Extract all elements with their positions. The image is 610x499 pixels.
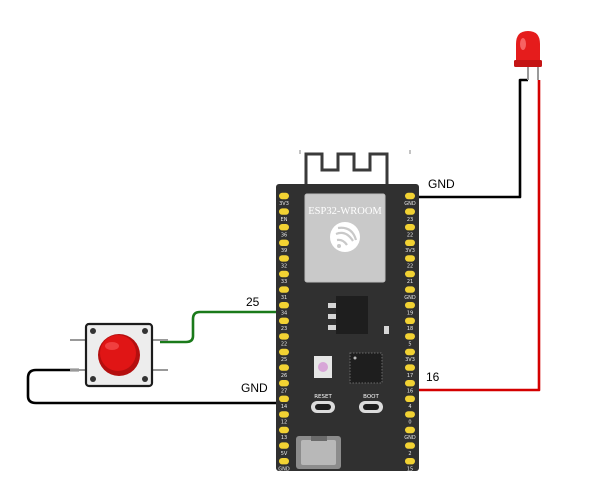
- right-pin[interactable]: [405, 302, 415, 309]
- left-pin-label: GND: [278, 466, 290, 472]
- left-pin[interactable]: [279, 224, 289, 231]
- left-pin-label: 32: [281, 264, 287, 270]
- right-pin-label: 22: [407, 264, 413, 270]
- right-pin[interactable]: [405, 348, 415, 356]
- left-pin-label: 14: [281, 404, 287, 410]
- led-gnd-label: GND: [428, 177, 455, 191]
- left-pin-label: 33: [281, 279, 287, 285]
- left-pin-label: 23: [281, 326, 287, 332]
- right-pin[interactable]: [405, 255, 415, 262]
- left-pin[interactable]: [279, 317, 289, 324]
- right-pin[interactable]: [405, 208, 415, 215]
- right-pin-label: 5: [408, 342, 411, 348]
- onboard-led: [314, 356, 332, 378]
- wire-led-gnd: [412, 78, 528, 199]
- right-pin-label: GND: [404, 201, 416, 207]
- module-label: ESP32-WROOM: [308, 206, 382, 217]
- right-pin-label: GND: [404, 295, 416, 301]
- pcb-antenna: [304, 152, 389, 184]
- left-pin-label: 34: [281, 310, 287, 316]
- boot-label: BOOT: [363, 394, 379, 400]
- left-pin[interactable]: [279, 270, 289, 278]
- left-pin-label: 3V3: [279, 201, 289, 207]
- right-pin-label: 15: [407, 466, 413, 472]
- left-pin-label: 22: [281, 342, 287, 348]
- right-pin-label: 3V3: [405, 248, 415, 254]
- left-pin[interactable]: [279, 192, 289, 200]
- left-pin-label: 26: [281, 373, 287, 379]
- left-pin[interactable]: [279, 426, 289, 434]
- left-pin[interactable]: [279, 395, 289, 402]
- left-pin[interactable]: [279, 364, 289, 371]
- usb-uart-chip: [349, 352, 383, 384]
- right-pin[interactable]: [405, 395, 415, 402]
- wire-button-signal: [160, 310, 280, 344]
- right-pin-label: 16: [407, 388, 413, 394]
- right-pin[interactable]: [405, 426, 415, 434]
- left-pin[interactable]: [279, 255, 289, 262]
- boot-button[interactable]: [359, 401, 383, 413]
- led-signal-label: 16: [426, 370, 440, 384]
- left-pin-label: 39: [281, 248, 287, 254]
- espressif-logo-icon: [330, 222, 360, 252]
- left-pin-label: 27: [281, 388, 287, 394]
- left-pin-label: 12: [281, 420, 287, 426]
- button-signal-label: 25: [246, 295, 260, 309]
- push-button[interactable]: [70, 322, 168, 388]
- right-pin[interactable]: [405, 270, 415, 278]
- left-pin-label: 25: [281, 357, 287, 363]
- left-pin[interactable]: [279, 458, 289, 465]
- left-pin[interactable]: [279, 380, 289, 387]
- reset-label: RESET: [314, 394, 332, 400]
- button-gnd-label: GND: [241, 381, 268, 395]
- right-pin-label: 3V3: [405, 357, 415, 363]
- left-pin[interactable]: [279, 411, 289, 418]
- reset-button[interactable]: [311, 401, 335, 413]
- right-pin[interactable]: [405, 239, 415, 246]
- right-pin-label: 21: [407, 279, 413, 285]
- left-pin[interactable]: [279, 333, 289, 340]
- usb-connector: [296, 436, 341, 469]
- left-pin[interactable]: [279, 442, 289, 449]
- wire-button-gnd: [26, 368, 282, 405]
- left-pin[interactable]: [279, 302, 289, 309]
- left-pin-label: 5V: [281, 451, 288, 457]
- right-pin[interactable]: [405, 192, 415, 200]
- right-pin[interactable]: [405, 442, 415, 449]
- left-pin[interactable]: [279, 286, 289, 293]
- right-pin[interactable]: [405, 411, 415, 418]
- right-pin-label: 23: [407, 217, 413, 223]
- right-pin[interactable]: [405, 286, 415, 293]
- right-pin[interactable]: [405, 458, 415, 465]
- voltage-regulator: [328, 296, 389, 334]
- red-led[interactable]: [514, 31, 542, 80]
- right-pin[interactable]: [405, 317, 415, 324]
- right-pin-label: 22: [407, 232, 413, 238]
- right-pin-label: 2: [408, 451, 411, 457]
- right-pin-label: 18: [407, 326, 413, 332]
- right-pin-label: 4: [408, 404, 411, 410]
- right-pin-label: GND: [404, 435, 416, 441]
- wire-led-signal: [409, 80, 541, 392]
- right-pin[interactable]: [405, 380, 415, 387]
- left-pin-label: 13: [281, 435, 287, 441]
- left-pin-label: EN: [281, 217, 288, 223]
- left-pin[interactable]: [279, 348, 289, 356]
- right-pin[interactable]: [405, 364, 415, 371]
- left-pin[interactable]: [279, 239, 289, 246]
- left-pin-label: 31: [281, 295, 287, 301]
- right-pin-label: 19: [407, 310, 413, 316]
- right-pin-label: 17: [407, 373, 413, 379]
- left-pin-label: 36: [281, 232, 287, 238]
- right-pin[interactable]: [405, 333, 415, 340]
- left-pin[interactable]: [279, 208, 289, 215]
- right-pin[interactable]: [405, 224, 415, 231]
- right-pin-label: 0: [408, 420, 411, 426]
- esp32-board[interactable]: ESP32-WROOM RESET: [276, 150, 419, 472]
